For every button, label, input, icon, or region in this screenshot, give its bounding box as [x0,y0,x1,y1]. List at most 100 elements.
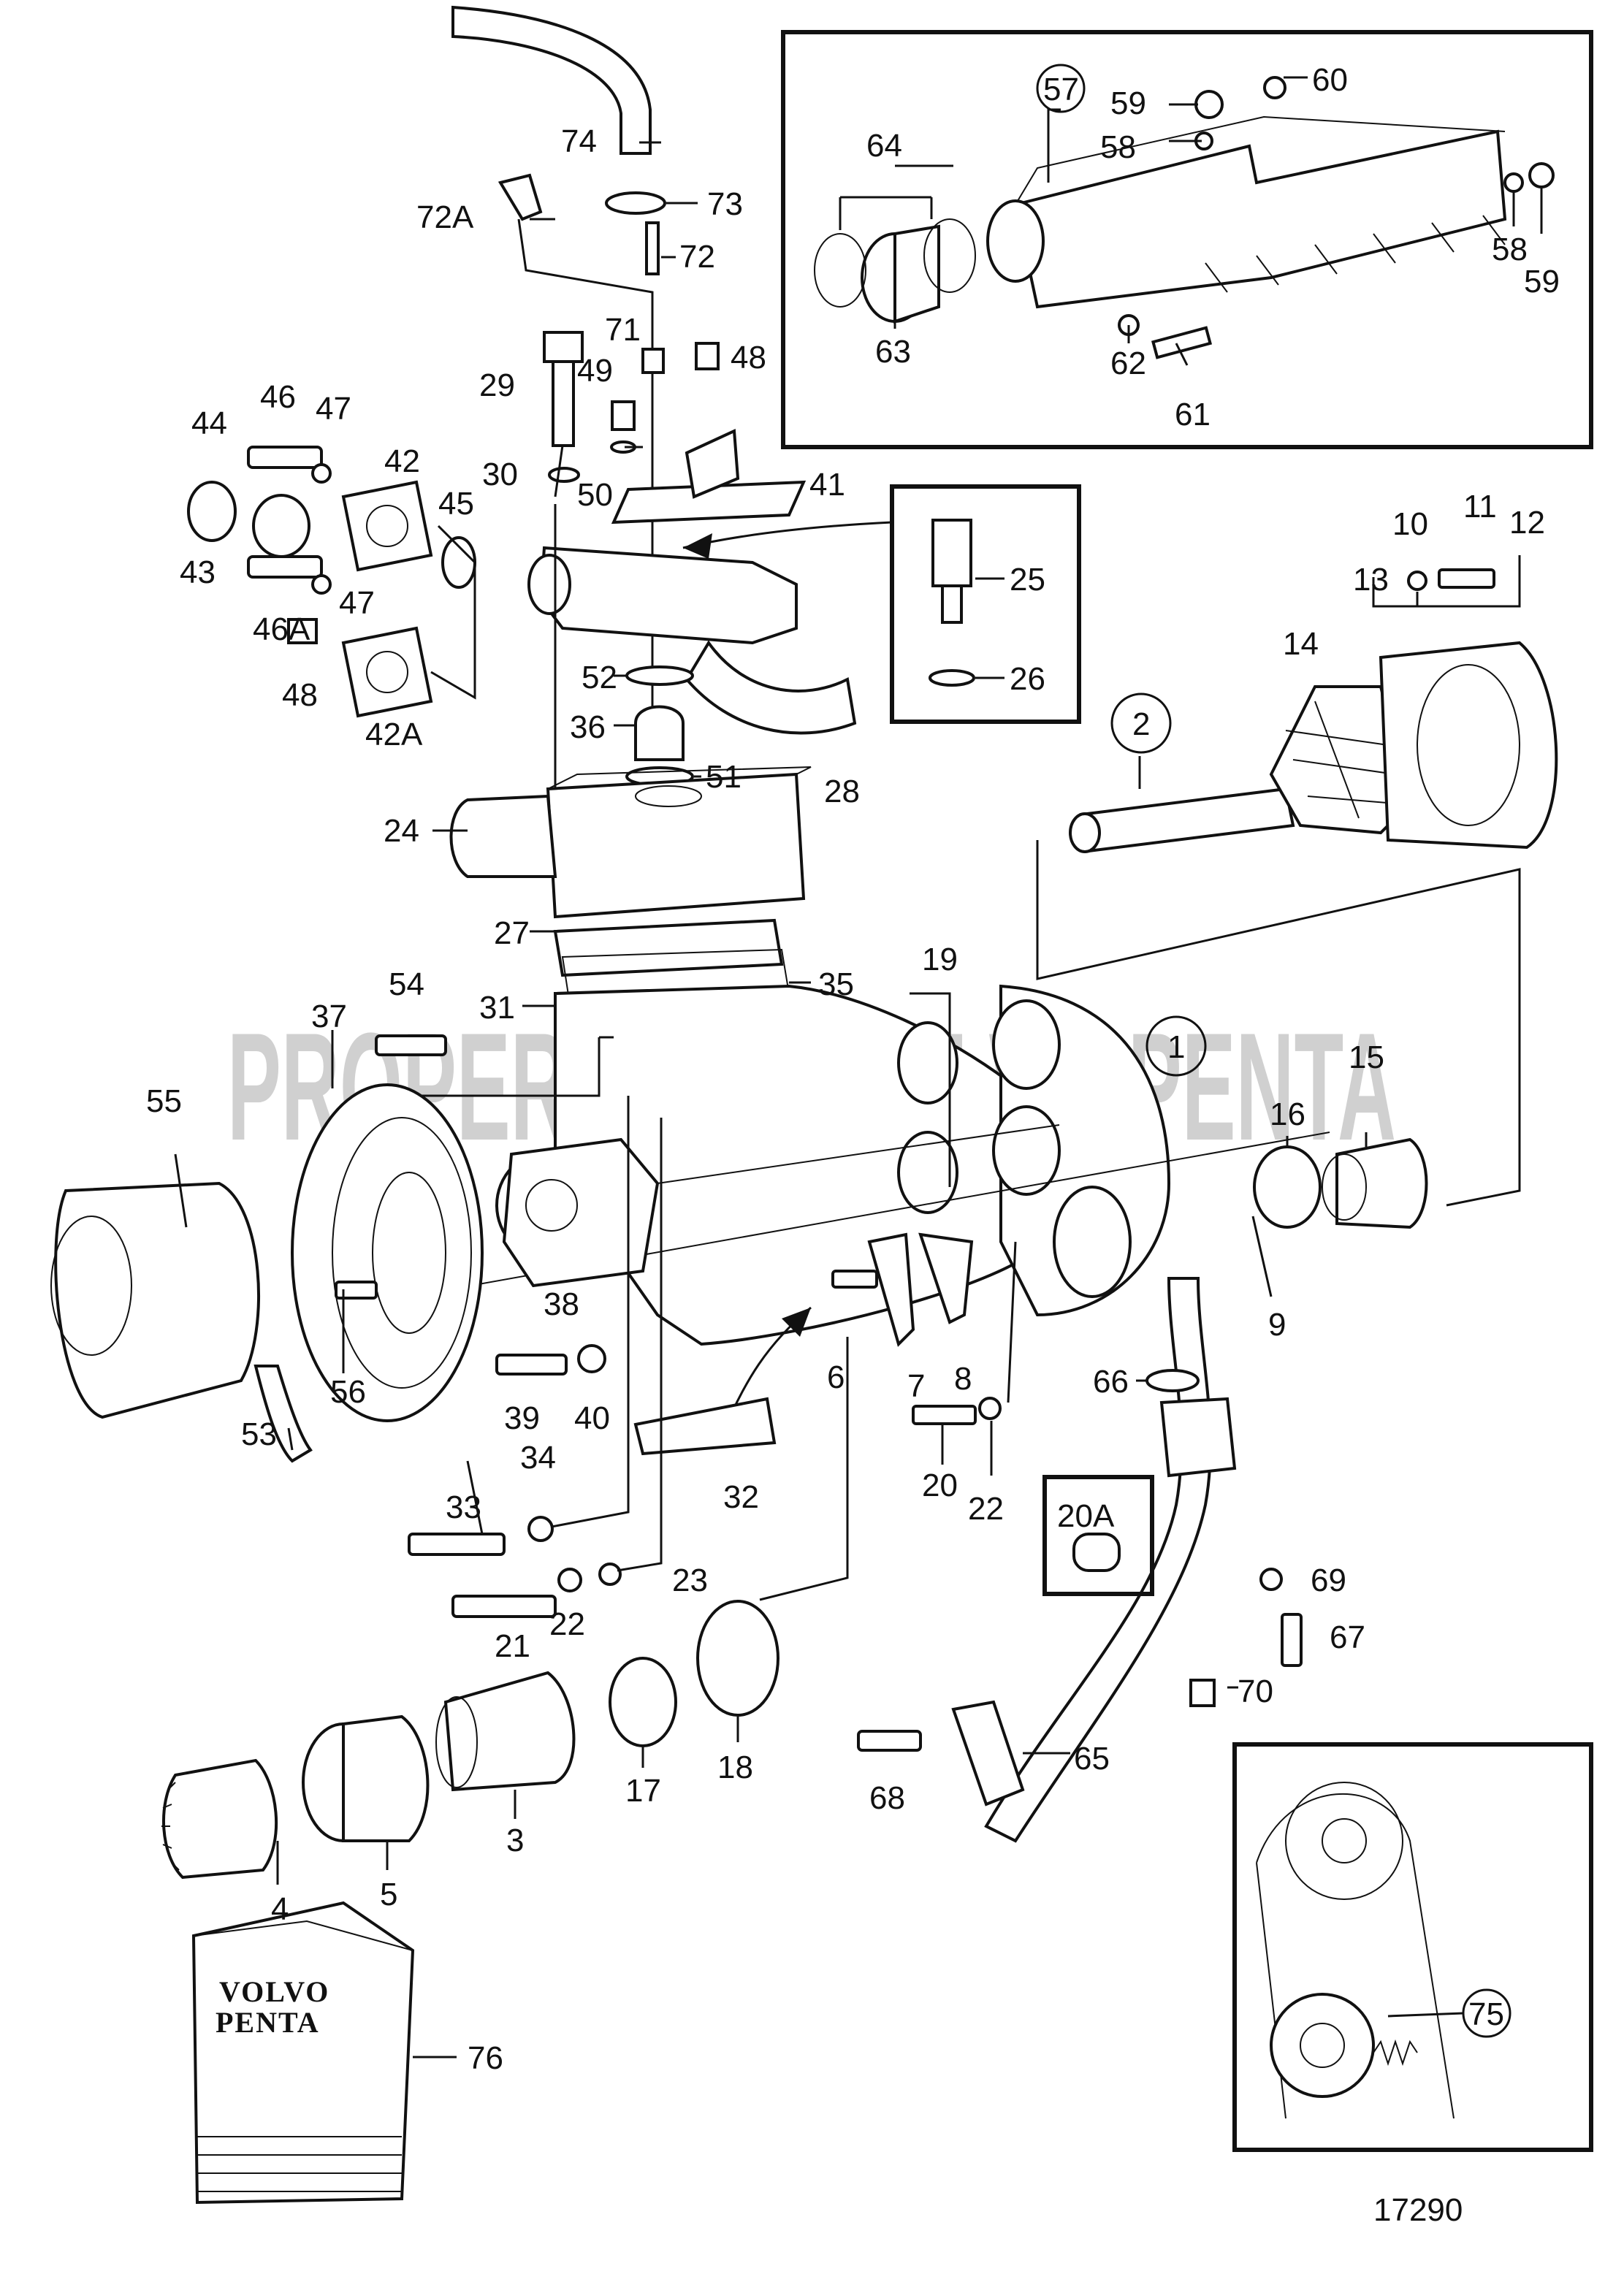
gear-4-teeth [161,1782,180,1871]
washer-34-part [527,1516,554,1542]
washer-69-part [1259,1568,1283,1591]
cover-55-part [54,1181,260,1419]
label-48a: 48 [731,340,766,375]
pulley-37-inner [332,1117,472,1389]
label-34: 34 [520,1440,556,1476]
label-52: 52 [582,660,617,695]
bolt-56-part [335,1281,378,1300]
label-22a: 22 [549,1606,585,1642]
label-8: 8 [954,1361,972,1397]
washer-58b-part [1503,172,1524,193]
nipple-72-part [645,221,660,275]
bearing-5-body [342,1714,430,1842]
arrow-sensor-to-housing [682,521,893,549]
label-53: 53 [241,1416,277,1452]
inset-frame-top [781,30,1593,449]
service-kit-76: VOLVO PENTA [191,1901,457,2205]
plug-48b-part [287,618,318,644]
plug-49-part [611,400,636,431]
label-58b: 58 [1492,232,1528,267]
callout-75: 75 [1468,1996,1504,2032]
washer-26-part [929,669,975,687]
label-42: 42 [384,443,420,479]
kit-stripes [197,2136,402,2192]
kit-brand-penta: PENTA [216,2006,320,2039]
label-4: 4 [271,1891,289,1927]
housing-31-leaders [365,992,951,1187]
sensor-25-thread [941,584,963,624]
label-50: 50 [577,477,613,513]
callout-2-circle [1110,693,1172,754]
label-47b: 47 [339,585,375,621]
label-20A: 20A [1057,1498,1115,1534]
label-13: 13 [1353,562,1389,598]
inset-exhaust-manifold [781,30,1593,449]
washer-22a-part [978,1397,1002,1420]
label-6: 6 [827,1359,845,1395]
label-69: 69 [1311,1563,1346,1598]
hose-leaders [517,141,698,738]
bracket-7-part [867,1232,915,1347]
sleeve-15-opening [1322,1153,1367,1221]
label-17: 17 [625,1773,661,1809]
label-41: 41 [809,467,845,503]
plug-48a-part [695,342,720,370]
housing-24-port [635,785,702,807]
label-73: 73 [707,186,743,222]
label-31: 31 [479,990,515,1026]
label-26: 26 [1010,661,1045,697]
ring-66-part [1145,1369,1200,1392]
kit-brand-volvo: VOLVO [219,1975,329,2008]
ring-52-part [625,665,694,686]
label-59a: 59 [1110,85,1146,121]
gear-4-part [162,1758,278,1880]
tensioner-spring [1373,2039,1418,2067]
label-48b: 48 [282,677,318,713]
label-28: 28 [824,774,860,809]
bolt-20-part [912,1405,977,1425]
pulley-37-part [291,1083,484,1422]
plug-59-part [1194,90,1224,119]
label-76: 76 [468,2040,503,2076]
label-5: 5 [380,1877,397,1912]
thermostat-housing-outlet-28 [685,640,857,735]
housing-24-part [546,772,806,919]
drive-leaders [276,1337,849,1885]
label-68: 68 [869,1780,905,1816]
bolt-61-part [1151,326,1213,359]
washer-47b-part [311,574,332,595]
bolt-11-part [1438,568,1495,589]
arrow-head-sealant [782,1308,811,1337]
plug-59b-part [1528,162,1555,188]
inset-frame-belt [1232,1742,1593,2152]
exhaust-manifold-part [1013,129,1507,309]
callout-75-circle [1462,1988,1511,2038]
bolt-39-part [495,1354,568,1376]
washer-30-part [548,467,580,483]
washer-10-part [1407,571,1427,591]
label-70: 70 [1238,1674,1273,1709]
figure-number: 17290 [1373,2192,1463,2228]
thermostat-36-part [634,705,685,761]
sleeve-3-opening [435,1696,478,1788]
upper-pulley [1285,1782,1403,1900]
label-61: 61 [1175,397,1211,432]
label-7: 7 [907,1368,925,1404]
pipe-65-flange [1159,1397,1237,1478]
label-27: 27 [494,915,530,951]
label-64: 64 [866,128,902,164]
label-63: 63 [875,334,911,370]
bolt-20-leaders [941,1241,1017,1476]
label-67: 67 [1330,1619,1365,1655]
inset-frame-sensor [890,484,1081,724]
label-49: 49 [577,353,613,389]
gasket-27-part [553,918,784,977]
housing-24-top [547,766,812,790]
inset-leaders [839,76,1543,366]
clamp-64-right [923,218,976,293]
sleeve-20A-part [1072,1533,1121,1572]
label-33: 33 [446,1489,481,1525]
sleeve-3-part [443,1671,576,1792]
washer-40-part [577,1344,606,1373]
label-24: 24 [384,813,419,849]
